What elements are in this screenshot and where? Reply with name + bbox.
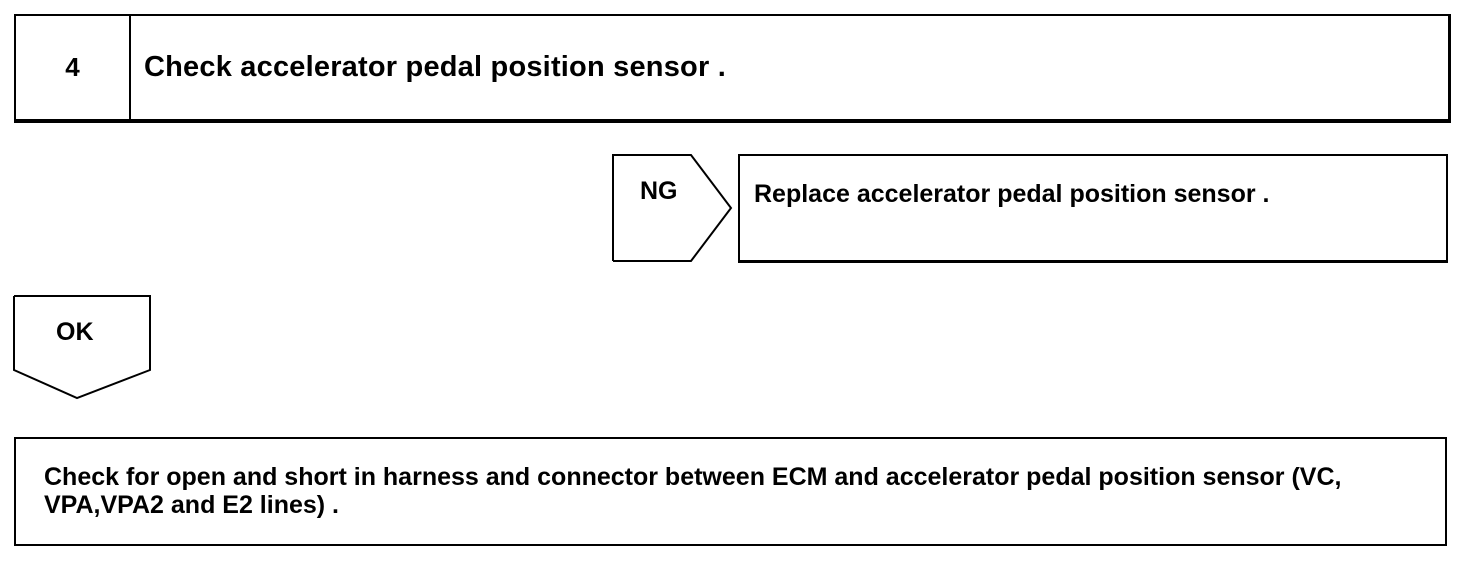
step-number: 4 [16,16,131,119]
step-title: Check accelerator pedal position sensor … [144,51,726,83]
ng-arrow-tag [611,153,733,263]
down-arrow-icon [13,295,151,400]
ng-action-box: Replace accelerator pedal position senso… [738,154,1448,263]
ng-action-text: Replace accelerator pedal position senso… [754,180,1270,208]
ok-label: OK [56,318,94,346]
next-step-box: Check for open and short in harness and … [14,437,1447,546]
right-arrow-icon [612,154,733,262]
ng-label: NG [640,177,678,205]
step-header: 4 Check accelerator pedal position senso… [14,14,1451,123]
next-step-text: Check for open and short in harness and … [44,463,1342,519]
ok-arrow-tag [12,294,152,400]
